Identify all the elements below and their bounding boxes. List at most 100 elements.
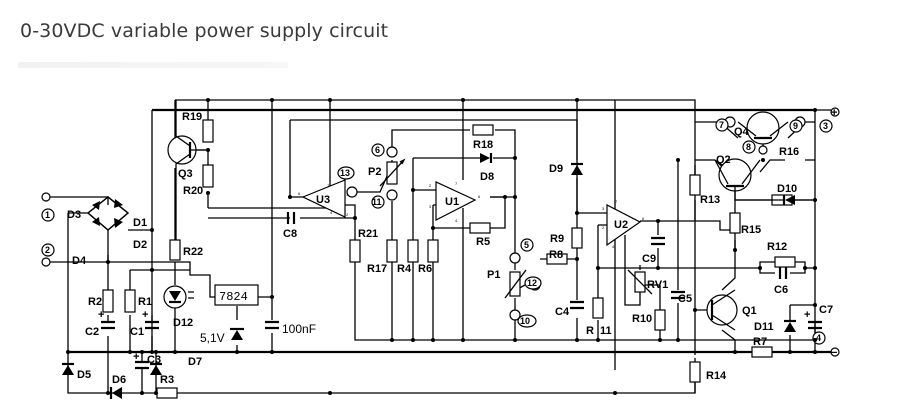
capacitor-C5 [671, 290, 685, 300]
potentiometers [379, 158, 653, 299]
diodes [62, 153, 815, 399]
svg-text:D6: D6 [112, 374, 126, 386]
svg-text:C4: C4 [555, 306, 570, 318]
svg-text:7: 7 [455, 181, 458, 186]
resistor-R2 [102, 289, 114, 313]
terminals: + − 1 2 3 4 5 6 7 8 9 10 11 12 13 [41, 107, 840, 359]
svg-text:C1: C1 [130, 326, 144, 338]
svg-text:D3: D3 [67, 209, 81, 221]
resistor-R22 [169, 239, 181, 261]
component-labels: D3 D1 D2 D4 R19 Q3 R20 R22 R2 R1 C2 C1 D… [67, 111, 833, 386]
svg-text:+: + [804, 309, 810, 321]
resistor-R9 [571, 227, 583, 249]
svg-text:P1: P1 [487, 269, 500, 281]
svg-text:6: 6 [642, 216, 645, 221]
capacitors: + + + + [98, 212, 822, 393]
svg-text:R10: R10 [632, 313, 652, 325]
svg-text:12: 12 [527, 278, 537, 288]
capacitor-C2: + [98, 309, 115, 330]
diode-D9 [571, 162, 583, 175]
diode-D11 [784, 319, 796, 332]
regulator-label: 7824 [219, 290, 248, 304]
transistor-Q4 [737, 111, 789, 145]
svg-text:D4: D4 [72, 255, 87, 267]
svg-text:C9: C9 [642, 253, 656, 265]
svg-text:6: 6 [375, 145, 380, 155]
svg-text:R15: R15 [741, 224, 761, 236]
resistor-R6 [427, 239, 439, 263]
resistor-R21 [349, 239, 361, 263]
svg-text:D2: D2 [133, 239, 147, 251]
diode-D10 [735, 195, 815, 205]
svg-text:R13: R13 [700, 194, 720, 206]
svg-text:R20: R20 [183, 185, 203, 197]
svg-text:R5: R5 [476, 236, 490, 248]
svg-text:RV1: RV1 [647, 279, 668, 291]
resistor-R12 [774, 256, 796, 268]
svg-text:U3: U3 [316, 194, 330, 206]
svg-text:D10: D10 [777, 183, 797, 195]
svg-text:5,1V: 5,1V [200, 331, 225, 345]
diode-D7 [150, 352, 162, 393]
svg-text:R21: R21 [358, 228, 378, 240]
svg-text:D11: D11 [754, 321, 774, 333]
resistor-R11 [592, 297, 604, 319]
capacitor-100nF [265, 320, 279, 330]
svg-text:R12: R12 [767, 241, 787, 253]
svg-text:10: 10 [520, 316, 530, 326]
svg-text:R19: R19 [182, 111, 202, 123]
capacitor-C6 [778, 267, 788, 279]
svg-text:5: 5 [524, 240, 529, 250]
junctions [66, 98, 817, 395]
opamp-U2 [606, 204, 642, 247]
svg-text:C2: C2 [85, 326, 99, 338]
svg-text:R3: R3 [160, 374, 174, 386]
terminal-input-1 [41, 192, 51, 202]
resistors [102, 119, 796, 399]
capacitor-C8 [286, 212, 296, 224]
svg-text:6: 6 [298, 191, 301, 196]
svg-text:C5: C5 [678, 293, 692, 305]
svg-text:Q4: Q4 [734, 126, 750, 138]
svg-text:R9: R9 [550, 233, 564, 245]
page-title: 0-30VDC variable power supply circuit [20, 20, 389, 42]
svg-text:R18: R18 [473, 139, 493, 151]
resistor-R15 [729, 212, 741, 234]
svg-text:C3: C3 [147, 354, 161, 366]
svg-text:R: R [586, 325, 594, 337]
svg-text:6: 6 [478, 194, 481, 199]
svg-text:+: + [98, 309, 104, 321]
svg-text:2: 2 [346, 212, 349, 217]
terminal-callouts: 1 2 3 4 5 6 7 8 9 10 11 12 13 [41, 118, 833, 345]
svg-text:Q3: Q3 [178, 168, 193, 180]
svg-text:+: + [133, 351, 139, 363]
svg-text:2: 2 [45, 245, 50, 255]
terminal-input-2 [41, 257, 51, 267]
svg-text:8: 8 [746, 142, 751, 152]
svg-text:4: 4 [612, 244, 615, 249]
svg-text:D9: D9 [549, 163, 563, 175]
diode-D12-led [163, 285, 194, 309]
resistor-R20 [202, 164, 214, 188]
svg-text:C8: C8 [283, 228, 297, 240]
diode-D8 [480, 153, 493, 163]
svg-text:4: 4 [816, 333, 821, 343]
svg-text:11: 11 [372, 197, 382, 207]
svg-text:3: 3 [602, 206, 605, 211]
svg-text:R7: R7 [753, 336, 767, 348]
resistor-R3 [156, 387, 178, 399]
resistor-R8 [546, 253, 568, 265]
svg-text:D8: D8 [480, 171, 494, 183]
svg-text:R14: R14 [706, 370, 727, 382]
svg-text:3: 3 [823, 121, 828, 131]
resistor-R4 [407, 239, 419, 263]
resistor-R1 [124, 289, 136, 313]
transistors [167, 100, 789, 331]
svg-text:Q2: Q2 [716, 154, 731, 166]
resistor-R14 [689, 361, 701, 383]
svg-text:7: 7 [327, 183, 330, 188]
capacitor-C1: + [142, 309, 159, 330]
svg-text:R2: R2 [88, 296, 102, 308]
